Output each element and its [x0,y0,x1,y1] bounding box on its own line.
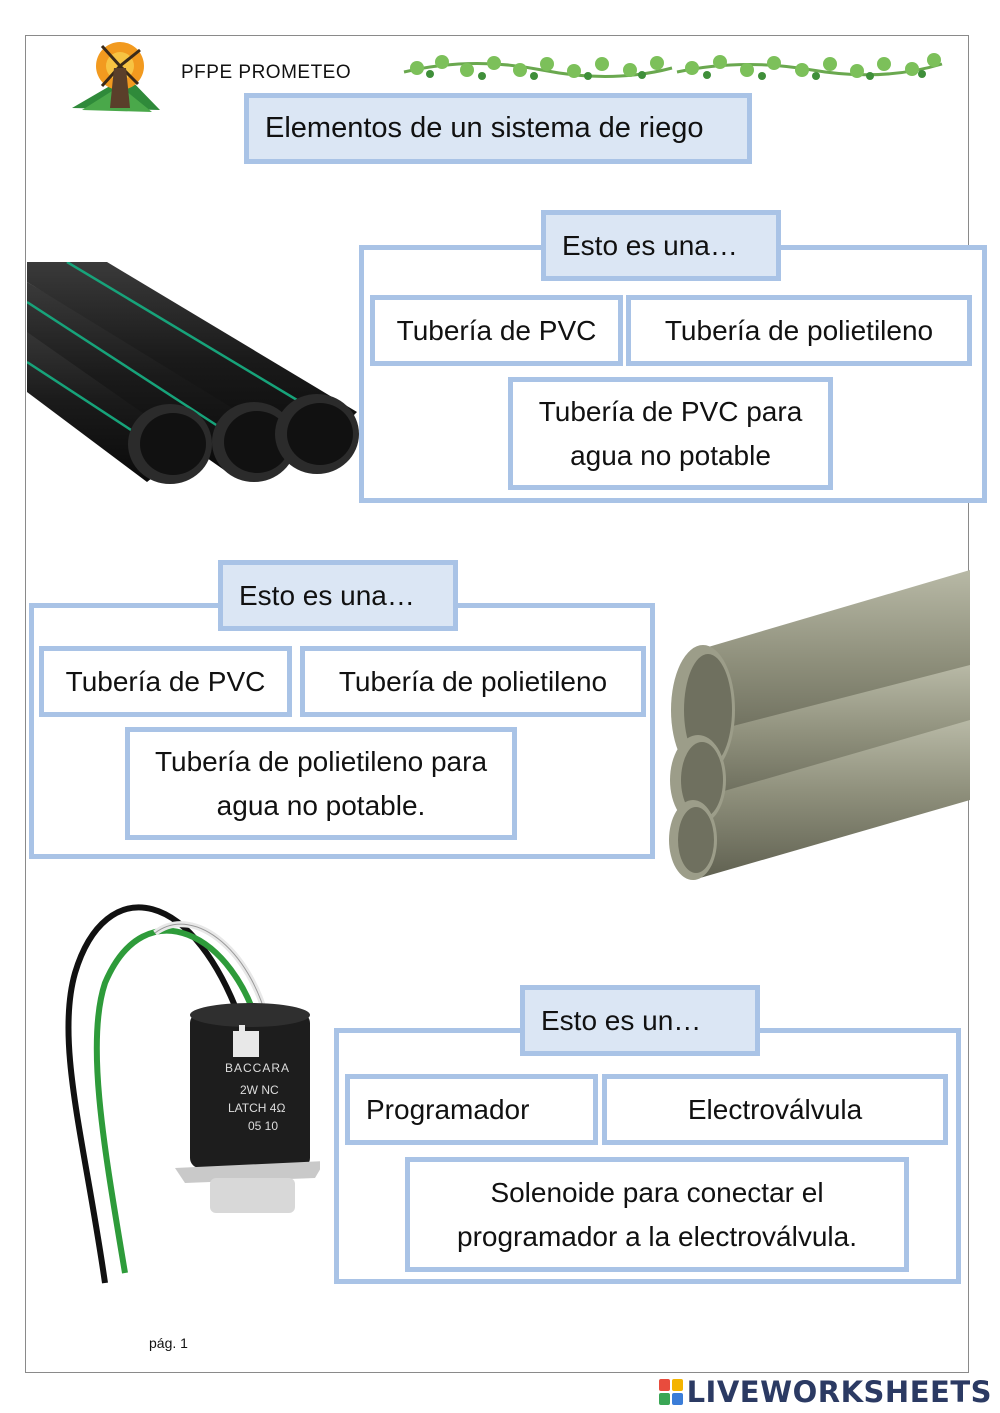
solenoid-brand: BACCARA [225,1061,291,1075]
page-number: pág. 1 [149,1335,188,1351]
option-programador[interactable]: Programador [345,1074,598,1145]
black-pipes-image [27,262,359,484]
solenoid-spec-2: LATCH 4Ω [228,1101,286,1115]
option-polietileno-2[interactable]: Tubería de polietileno [300,646,646,717]
grey-pipes-image [669,570,970,880]
option-polietileno-1[interactable]: Tubería de polietileno [626,295,972,366]
prompt-label-2: Esto es una… [218,560,458,631]
liveworksheets-logo-icon [658,1379,683,1405]
liveworksheets-watermark: LIVEWORKSHEETS [658,1375,992,1409]
option-electrovalvula[interactable]: Electroválvula [602,1074,948,1145]
solenoid-image [65,904,320,1284]
option-polietileno-no-potable-2[interactable]: Tubería de polietileno para agua no pota… [125,727,517,840]
school-name: PFPE PROMETEO [181,62,352,83]
page-title: Elementos de un sistema de riego [244,93,752,164]
prompt-label-1: Esto es una… [541,210,781,281]
option-pvc-2[interactable]: Tubería de PVC [39,646,292,717]
windmill-logo [72,42,160,112]
ivy-decoration [403,53,943,80]
option-pvc-1[interactable]: Tubería de PVC [370,295,623,366]
watermark-text: LIVEWORKSHEETS [686,1375,992,1409]
solenoid-spec-3: 05 10 [248,1119,279,1133]
prompt-label-3: Esto es un… [520,985,760,1056]
option-solenoide[interactable]: Solenoide para conectar el programador a… [405,1157,909,1272]
solenoid-spec-1: 2W NC [240,1083,279,1097]
option-pvc-no-potable-1[interactable]: Tubería de PVC para agua no potable [508,377,833,490]
